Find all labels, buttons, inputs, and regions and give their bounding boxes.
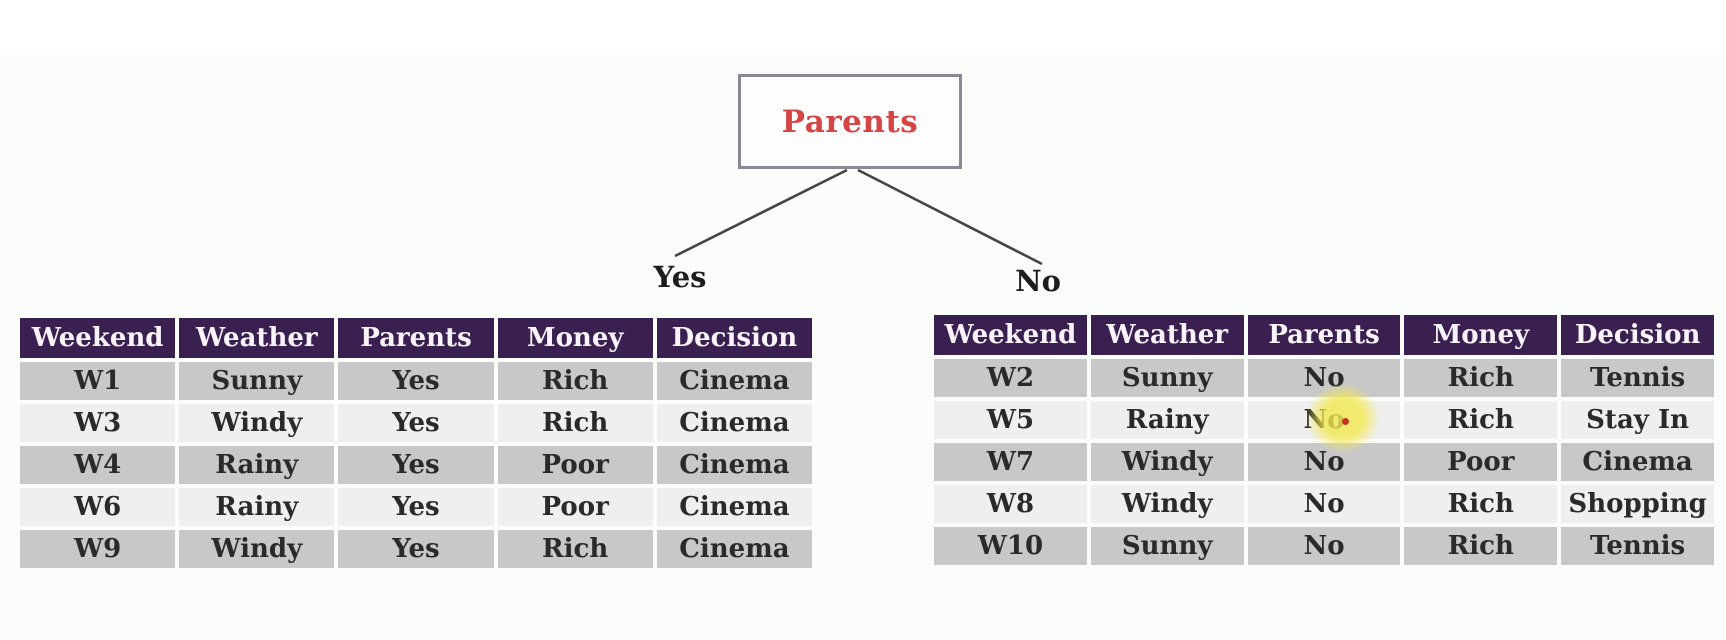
column-header: Decision — [656, 318, 812, 358]
table-cell: Cinema — [656, 404, 812, 442]
table-cell: Poor — [1404, 443, 1558, 481]
table-cell: Poor — [497, 488, 653, 526]
table-cell: Sunny — [179, 362, 335, 400]
column-header: Parents — [1247, 315, 1401, 355]
table-cell: W7 — [934, 443, 1087, 481]
table-cell: W8 — [934, 485, 1087, 523]
table-cell: No — [1247, 401, 1401, 439]
table-cell: Cinema — [656, 446, 812, 484]
table-cell: W10 — [934, 527, 1087, 565]
table-cell: Sunny — [1090, 359, 1244, 397]
table-cell: Cinema — [1561, 443, 1714, 481]
root-node-box: Parents — [738, 74, 962, 169]
table-cell: W2 — [934, 359, 1087, 397]
branch-label-no: No — [1015, 264, 1061, 298]
table-cell: Cinema — [656, 362, 812, 400]
table-cell: W1 — [20, 362, 176, 400]
table-cell: Rich — [497, 404, 653, 442]
table-cell: Tennis — [1561, 527, 1714, 565]
table-cell: Rich — [1404, 359, 1558, 397]
table-cell: Shopping — [1561, 485, 1714, 523]
table-cell: Rich — [497, 530, 653, 568]
table-cell: Stay In — [1561, 401, 1714, 439]
table-cell: W3 — [20, 404, 176, 442]
column-header: Money — [497, 318, 653, 358]
branch-label-yes: Yes — [653, 260, 707, 294]
table-cell: Rich — [1404, 527, 1558, 565]
table-cell: Yes — [338, 446, 494, 484]
table-cell: Yes — [338, 362, 494, 400]
table-cell: Rainy — [179, 446, 335, 484]
branch-line-no — [857, 168, 1043, 266]
table-cell: Poor — [497, 446, 653, 484]
table-cell: Rich — [1404, 401, 1558, 439]
table-cell: Rich — [1404, 485, 1558, 523]
table-cell: W4 — [20, 446, 176, 484]
branch-line-yes — [674, 168, 848, 258]
table-cell: Cinema — [656, 488, 812, 526]
column-header: Weather — [1090, 315, 1244, 355]
table-cell: Rainy — [1090, 401, 1244, 439]
column-header: Decision — [1561, 315, 1714, 355]
root-node-label: Parents — [781, 103, 919, 140]
column-header: Weekend — [20, 318, 176, 358]
table-cell: Rich — [497, 362, 653, 400]
table-cell: Windy — [179, 530, 335, 568]
column-header: Parents — [338, 318, 494, 358]
background-strip — [0, 0, 1726, 55]
table-cell: Yes — [338, 488, 494, 526]
table-cell: Cinema — [656, 530, 812, 568]
table-cell: Rainy — [179, 488, 335, 526]
table-cell: W9 — [20, 530, 176, 568]
table-cell: No — [1247, 527, 1401, 565]
table-cell: Sunny — [1090, 527, 1244, 565]
table-cell: Windy — [179, 404, 335, 442]
table-cell: No — [1247, 485, 1401, 523]
table-cell: Windy — [1090, 443, 1244, 481]
table-cell: W6 — [20, 488, 176, 526]
table-cell: No — [1247, 443, 1401, 481]
column-header: Weather — [179, 318, 335, 358]
table-cell: Yes — [338, 530, 494, 568]
column-header: Weekend — [934, 315, 1087, 355]
table-cell: W5 — [934, 401, 1087, 439]
table-cell: Windy — [1090, 485, 1244, 523]
table-cell: Yes — [338, 404, 494, 442]
column-header: Money — [1404, 315, 1558, 355]
table-cell: No — [1247, 359, 1401, 397]
table-cell: Tennis — [1561, 359, 1714, 397]
